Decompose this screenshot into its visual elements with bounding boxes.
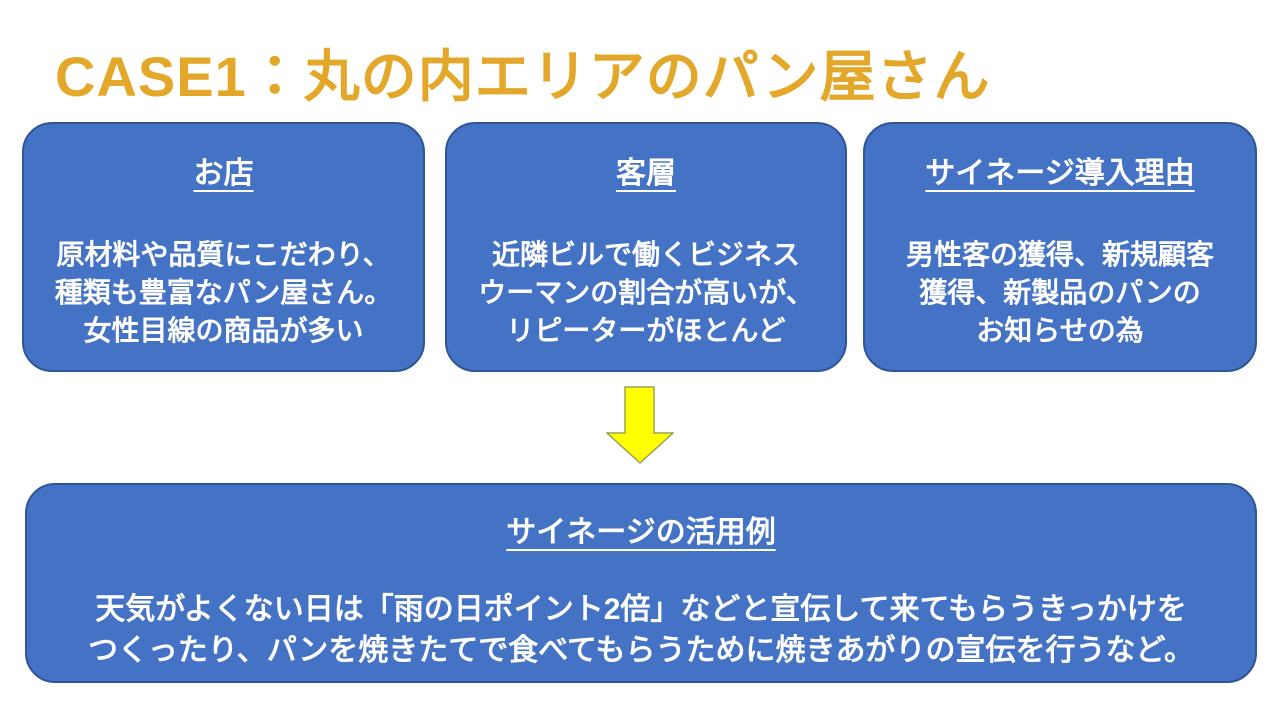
info-box-customers: 客層 近隣ビルで働くビジネス ウーマンの割合が高いが、 リピーターがほとんど	[445, 122, 847, 372]
usage-box-heading: サイネージの活用例	[506, 516, 776, 549]
info-box-signage-reason-heading: サイネージ導入理由	[925, 157, 1195, 190]
info-box-shop-heading: お店	[193, 157, 254, 190]
usage-box-body: 天気がよくない日は「雨の日ポイント2倍」などと宣伝して来てもらうきっかけを つく…	[87, 593, 1195, 667]
info-box-shop-body: 原材料や品質にこだわり、 種類も豊富なパン屋さん。 女性目線の商品が多い	[54, 239, 393, 346]
info-box-signage-reason-body: 男性客の獲得、新規顧客 獲得、新製品のパンの お知らせの為	[905, 239, 1214, 346]
down-arrow-icon	[606, 386, 674, 464]
info-box-signage-reason: サイネージ導入理由 男性客の獲得、新規顧客 獲得、新製品のパンの お知らせの為	[863, 122, 1257, 372]
slide-title: CASE1：丸の内エリアのパン屋さん	[55, 45, 991, 108]
info-box-shop: お店 原材料や品質にこだわり、 種類も豊富なパン屋さん。 女性目線の商品が多い	[22, 122, 425, 372]
info-box-customers-heading: 客層	[616, 157, 676, 190]
info-box-customers-body: 近隣ビルで働くビジネス ウーマンの割合が高いが、 リピーターがほとんど	[478, 239, 814, 346]
usage-box: サイネージの活用例 天気がよくない日は「雨の日ポイント2倍」などと宣伝して来ても…	[25, 483, 1257, 683]
